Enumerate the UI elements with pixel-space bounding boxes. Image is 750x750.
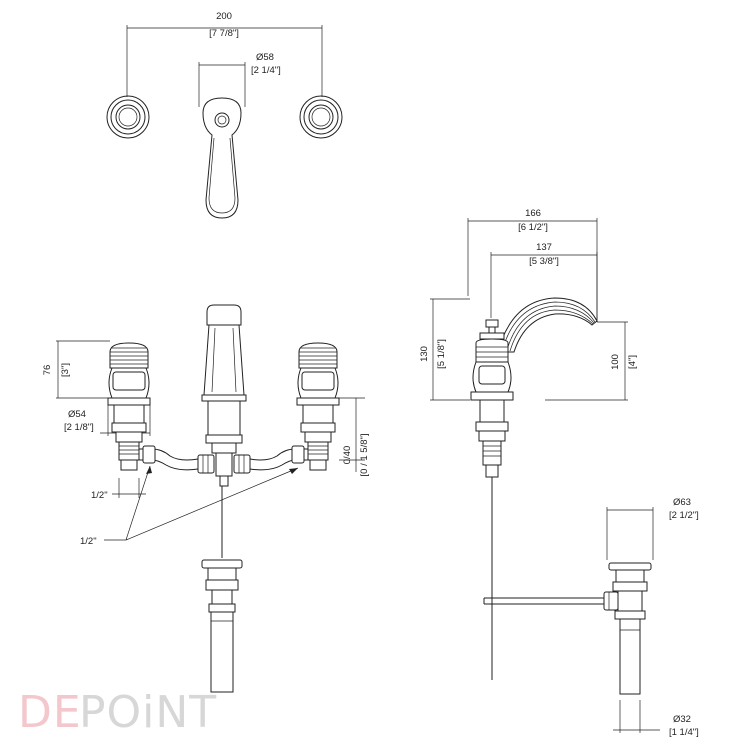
side-body [470,319,514,478]
dim-top-width-mm: 200 [216,11,232,22]
dim-top-width: 200 [7 7/8"] [126,11,323,97]
top-left-handle [106,95,150,139]
side-drain [603,562,652,695]
logo-point-text: POiNT [79,687,217,738]
dim-spout-height: 100 [4"] [545,321,638,401]
thread-label-2: 1/2" [80,536,97,547]
dim-handle-height: 76 [3"] [42,340,110,399]
top-spout [202,97,242,219]
front-view: 76 [3"] Ø54 [2 1/8"] [42,304,370,693]
front-left-handle [107,342,151,471]
dim-top-flange-inch: [2 1/4"] [251,65,281,76]
top-right-handle [299,95,343,139]
dim-drain-bottom-inch: [1 1/4"] [669,727,699,738]
dim-side-spout: 137 [5 3/8"] [490,242,598,322]
dim-spout-height-mm: 100 [610,354,621,370]
front-hoses [138,445,309,474]
dim-deck: 0/40 [0 / 1 5/8"] [339,397,370,477]
brand-logo: DE POiNT [18,687,217,738]
front-right-handle [296,342,340,471]
dim-side-spout-inch: [5 3/8"] [529,256,559,267]
dim-deck-mm: 0/40 [342,446,353,465]
dim-top-flange: Ø58 [2 1/4"] [198,52,281,107]
dim-handle-height-inch: [3"] [60,363,71,377]
side-spout [497,297,598,353]
logo-de-text: DE [18,687,82,738]
dim-drain-top: Ø63 [2 1/2"] [606,497,699,560]
front-spout [201,304,247,487]
dim-drain-bottom-mm: Ø32 [673,714,691,725]
dim-handle-height-mm: 76 [42,365,53,376]
dim-side-reach-mm: 166 [525,208,541,219]
side-view: 166 [6 1/2"] 137 [5 3/8"] 130 [5 1/8"] 1… [419,208,699,738]
dim-handle-diameter-inch: [2 1/8"] [64,422,94,433]
side-rod [483,477,604,680]
dim-drain-top-inch: [2 1/2"] [669,510,699,521]
top-view: 200 [7 7/8"] Ø58 [2 1/4"] [106,11,343,219]
dim-deck-inch: [0 / 1 5/8"] [359,434,370,477]
thread-label-1: 1/2" [91,490,108,501]
front-drain [201,559,243,693]
dim-drain-top-mm: Ø63 [673,497,691,508]
dim-spout-height-inch: [4"] [627,355,638,369]
dim-side-spout-mm: 137 [536,242,552,253]
dim-handle-diameter-mm: Ø54 [68,409,86,420]
dim-drain-bottom: Ø32 [1 1/4"] [613,700,699,738]
dim-threads: 1/2" 1/2" [80,465,299,547]
dim-side-height-inch: [5 1/8"] [436,339,447,369]
dim-side-reach-inch: [6 1/2"] [518,222,548,233]
dim-top-flange-mm: Ø58 [256,52,274,63]
dim-side-height-mm: 130 [419,346,430,362]
dim-side-height: 130 [5 1/8"] [419,298,470,401]
dim-top-width-inch: [7 7/8"] [209,28,239,39]
